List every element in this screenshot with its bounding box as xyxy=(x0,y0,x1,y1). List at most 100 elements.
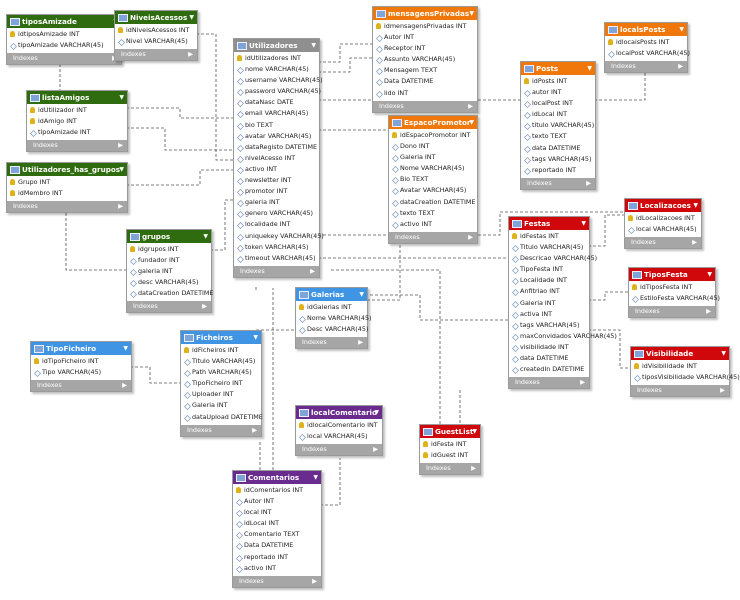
expand-arrow-icon[interactable]: ▶ xyxy=(692,238,697,247)
collapse-arrow-icon[interactable]: ▼ xyxy=(581,220,586,227)
indexes-section[interactable]: Indexes▶ xyxy=(7,201,127,213)
indexes-section[interactable]: Indexes▶ xyxy=(373,100,477,112)
table-header[interactable]: Galerias▼ xyxy=(296,288,367,301)
table-column[interactable]: TipoFicheiro INT xyxy=(181,378,261,389)
table-column[interactable]: idPosts INT xyxy=(521,76,595,87)
table-column[interactable]: idFesta INT xyxy=(420,439,480,450)
table-column[interactable]: dataRegisto DATETIME xyxy=(234,142,319,153)
table-column[interactable]: localPost INT xyxy=(521,98,595,109)
collapse-arrow-icon[interactable]: ▼ xyxy=(123,345,128,352)
table-column[interactable]: Tipo VARCHAR(45) xyxy=(31,367,131,378)
table-column[interactable]: newsletter INT xyxy=(234,175,319,186)
table-column[interactable]: desc VARCHAR(45) xyxy=(127,277,211,288)
collapse-arrow-icon[interactable]: ▼ xyxy=(119,166,124,173)
table-column[interactable]: nivelAcesso INT xyxy=(234,153,319,164)
table-column[interactable]: Autor INT xyxy=(233,496,321,507)
table-column[interactable]: reportado INT xyxy=(233,552,321,563)
expand-arrow-icon[interactable]: ▶ xyxy=(678,62,683,71)
table-column[interactable]: Titulo VARCHAR(45) xyxy=(509,242,589,253)
table-header[interactable]: TipoFicheiro▼ xyxy=(31,342,131,355)
table-header[interactable]: Posts▼ xyxy=(521,62,595,75)
table-column[interactable]: tipoAmizade INT xyxy=(27,127,127,138)
table-column[interactable]: idUtilizadores INT xyxy=(234,53,319,64)
table-column[interactable]: idFestas INT xyxy=(509,231,589,242)
collapse-arrow-icon[interactable]: ▼ xyxy=(359,291,364,298)
table-header[interactable]: localsPosts▼ xyxy=(605,23,687,36)
table-mensagensprivadas[interactable]: mensagensPrivadas▼idmensagensPrivadas IN… xyxy=(372,6,478,113)
table-column[interactable]: galeria INT xyxy=(234,197,319,208)
table-column[interactable]: Anfitriao INT xyxy=(509,286,589,297)
table-header[interactable]: EspacoPromotor▼ xyxy=(389,116,477,129)
table-header[interactable]: TiposFesta▼ xyxy=(629,268,715,281)
indexes-section[interactable]: Indexes▶ xyxy=(389,231,477,243)
indexes-section[interactable]: Indexes▶ xyxy=(181,424,261,436)
table-column[interactable]: Bio TEXT xyxy=(389,174,477,185)
collapse-arrow-icon[interactable]: ▼ xyxy=(469,119,474,126)
expand-arrow-icon[interactable]: ▶ xyxy=(202,302,207,311)
table-column[interactable]: timeout VARCHAR(45) xyxy=(234,253,319,264)
table-column[interactable]: activo INT xyxy=(234,164,319,175)
table-column[interactable]: Galeria INT xyxy=(509,298,589,309)
indexes-section[interactable]: Indexes▶ xyxy=(27,140,127,152)
indexes-section[interactable]: Indexes▶ xyxy=(115,49,197,61)
expand-arrow-icon[interactable]: ▶ xyxy=(188,50,193,59)
table-column[interactable]: email VARCHAR(45) xyxy=(234,108,319,119)
table-column[interactable]: dataCreation DATETIME xyxy=(389,197,477,208)
table-column[interactable]: Data DATETIME xyxy=(373,76,477,87)
table-column[interactable]: idLocal INT xyxy=(233,518,321,529)
table-column[interactable]: data DATETIME xyxy=(521,143,595,154)
indexes-section[interactable]: Indexes▶ xyxy=(296,337,367,349)
expand-arrow-icon[interactable]: ▶ xyxy=(706,307,711,316)
table-header[interactable]: Visibilidade▼ xyxy=(631,347,729,360)
indexes-section[interactable]: Indexes▶ xyxy=(234,265,319,277)
expand-arrow-icon[interactable]: ▶ xyxy=(468,232,473,241)
table-column[interactable]: idVisibilidade INT xyxy=(631,361,729,372)
table-column[interactable]: tipoAmizade VARCHAR(45) xyxy=(7,40,121,51)
expand-arrow-icon[interactable]: ▶ xyxy=(720,386,725,395)
table-header[interactable]: localComentario▼ xyxy=(296,406,382,419)
collapse-arrow-icon[interactable]: ▼ xyxy=(203,233,208,240)
indexes-section[interactable]: Indexes▶ xyxy=(296,444,382,456)
table-column[interactable]: localidade INT xyxy=(234,219,319,230)
expand-arrow-icon[interactable]: ▶ xyxy=(586,178,591,187)
collapse-arrow-icon[interactable]: ▼ xyxy=(374,409,379,416)
indexes-section[interactable]: Indexes▶ xyxy=(631,385,729,397)
table-column[interactable]: idgrupos INT xyxy=(127,244,211,255)
table-column[interactable]: idUtilizador INT xyxy=(27,105,127,116)
table-column[interactable]: Desc VARCHAR(45) xyxy=(296,324,368,335)
table-column[interactable]: idTiposFesta INT xyxy=(629,282,715,293)
indexes-section[interactable]: Indexes▶ xyxy=(7,53,121,65)
table-column[interactable]: idGuest INT xyxy=(420,450,480,461)
table-header[interactable]: Comentarios▼ xyxy=(233,471,321,484)
collapse-arrow-icon[interactable]: ▼ xyxy=(469,10,474,17)
collapse-arrow-icon[interactable]: ▼ xyxy=(693,202,698,209)
expand-arrow-icon[interactable]: ▶ xyxy=(122,381,127,390)
table-column[interactable]: bio TEXT xyxy=(234,120,319,131)
table-column[interactable]: Autor INT xyxy=(373,32,477,43)
table-column[interactable]: idlocaisPosts INT xyxy=(605,37,687,48)
collapse-arrow-icon[interactable]: ▼ xyxy=(311,42,316,49)
table-column[interactable]: dataUpload DATETIME xyxy=(181,412,263,423)
table-column[interactable]: token VARCHAR(45) xyxy=(234,242,319,253)
table-column[interactable]: idMembro INT xyxy=(7,188,127,199)
table-header[interactable]: Localizacoes▼ xyxy=(625,199,701,212)
table-column[interactable]: tags VARCHAR(45) xyxy=(509,320,589,331)
table-column[interactable]: idGalerias INT xyxy=(296,302,367,313)
table-header[interactable]: listaAmigos▼ xyxy=(27,91,127,104)
collapse-arrow-icon[interactable]: ▼ xyxy=(587,65,592,72)
table-column[interactable]: texto TEXT xyxy=(389,208,477,219)
table-column[interactable]: Avatar VARCHAR(45) xyxy=(389,185,477,196)
table-header[interactable]: Utilizadores_has_grupos▼ xyxy=(7,163,127,176)
table-column[interactable]: Assunto VARCHAR(45) xyxy=(373,54,477,65)
